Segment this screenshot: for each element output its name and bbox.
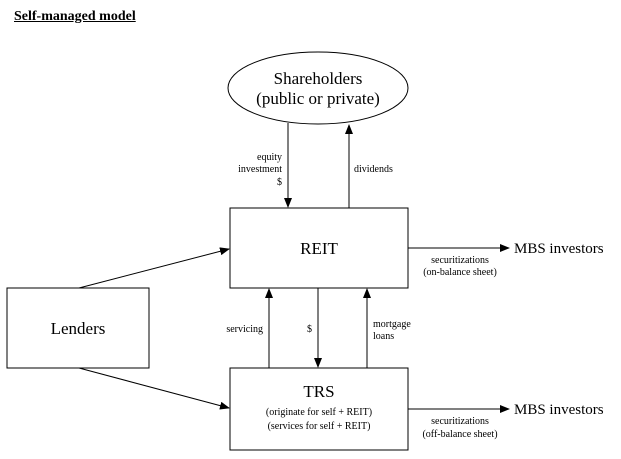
shareholders-sublabel: (public or private): [256, 89, 380, 108]
trs-node: TRS (originate for self + REIT) (service…: [229, 367, 409, 451]
trs-mbs-investors-label: MBS investors: [514, 402, 604, 418]
mortgage-loans-label-line2: loans: [373, 331, 394, 342]
dollar-label: $: [307, 324, 312, 335]
trs-sublabel-originate: (originate for self + REIT): [266, 407, 372, 418]
equity-investment-label-line2: investment: [238, 164, 282, 175]
diagram-title: Self-managed model: [14, 9, 136, 24]
reit-label: REIT: [300, 239, 338, 258]
servicing-label: servicing: [226, 324, 263, 335]
reit-node: REIT: [229, 207, 409, 289]
trs-securitizations-label-line2: (off-balance sheet): [422, 429, 497, 440]
equity-investment-label-line3: $: [277, 177, 282, 188]
reit-securitizations-label-line2: (on-balance sheet): [423, 267, 497, 278]
trs-label: TRS: [303, 382, 334, 401]
trs-securitizations-label-line1: securitizations: [431, 416, 489, 427]
mortgage-loans-label-line1: mortgage: [373, 319, 411, 330]
reit-mbs-investors-label: MBS investors: [514, 241, 604, 257]
equity-investment-label-line1: equity: [257, 152, 282, 163]
lenders-to-reit-arrow: [78, 247, 230, 289]
shareholders-node: Shareholders (public or private): [227, 51, 409, 125]
trs-sublabel-services: (services for self + REIT): [268, 421, 371, 432]
lenders-to-trs-arrow: [78, 367, 230, 410]
lenders-label: Lenders: [51, 319, 106, 338]
shareholders-label: Shareholders: [274, 69, 363, 88]
lenders-node: Lenders: [6, 287, 150, 369]
dividends-label: dividends: [354, 164, 393, 175]
reit-securitizations-label-line1: securitizations: [431, 255, 489, 266]
